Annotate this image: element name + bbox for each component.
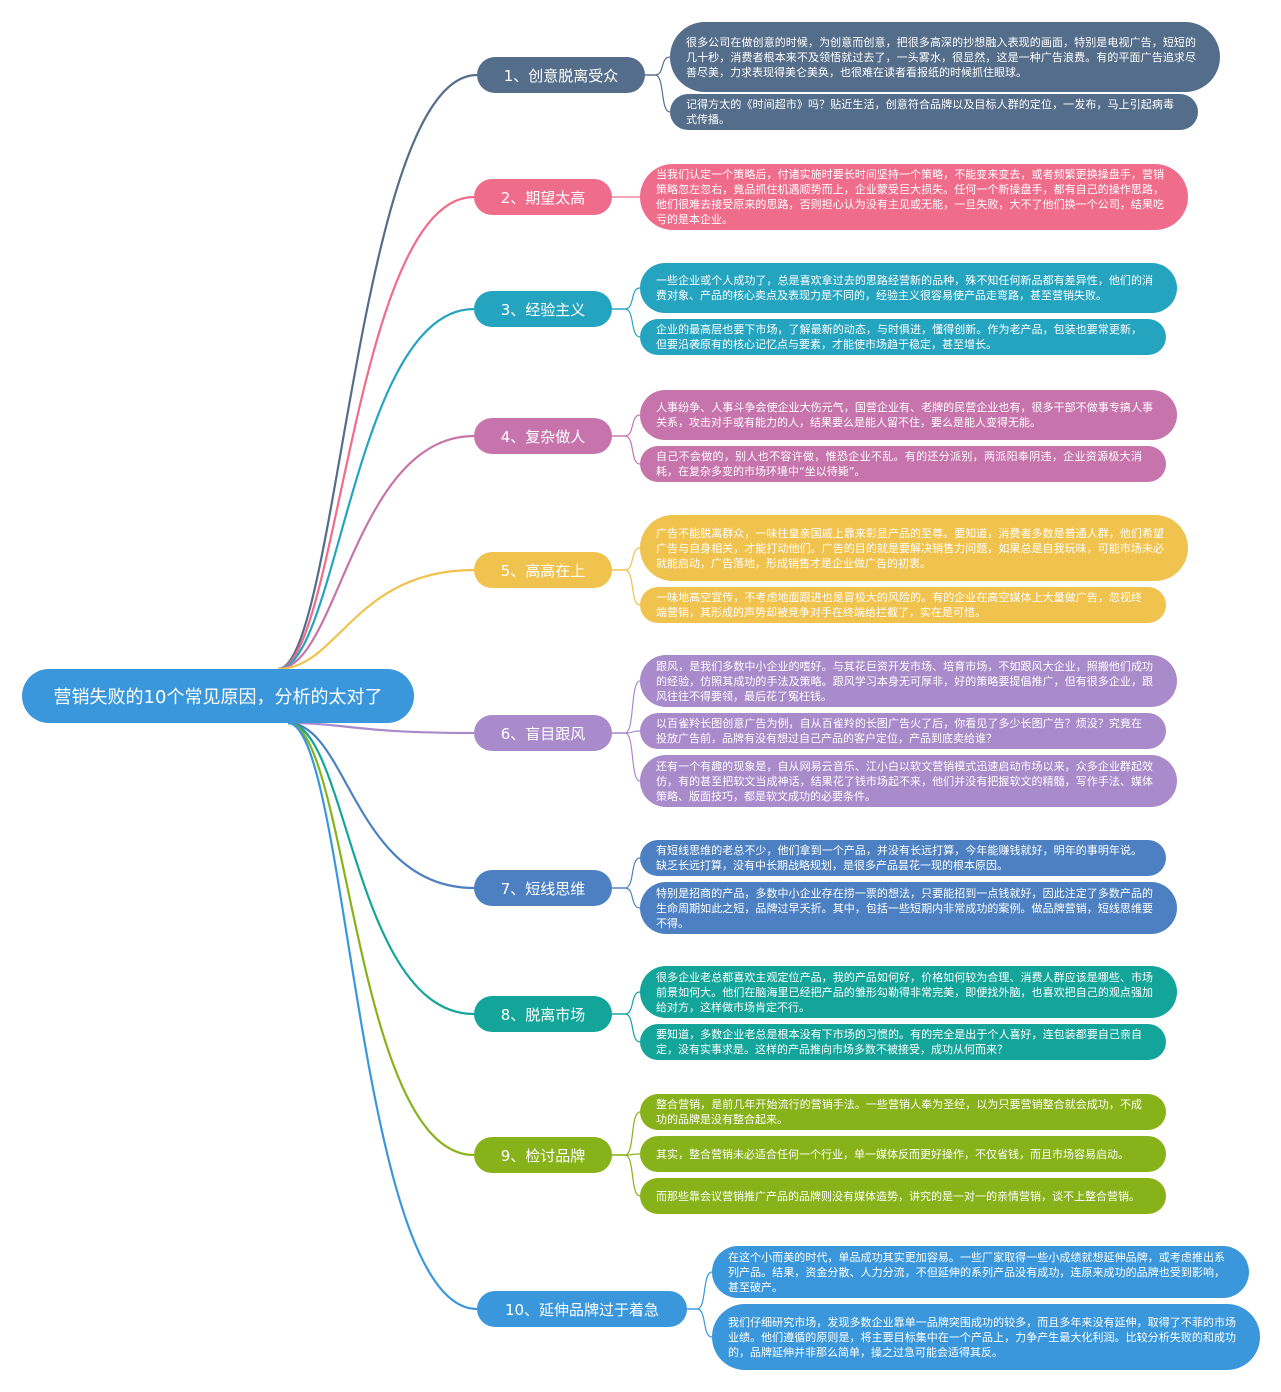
branch-connector xyxy=(287,721,478,1311)
note-text: 我们仔细研究市场，发现多数企业靠单一品牌突围成功的较多，而且多年来没有延伸，取得… xyxy=(728,1315,1236,1359)
note-connector xyxy=(612,1111,641,1156)
note-bubble[interactable]: 当我们认定一个策略后，付诸实施时要长时间坚持一个策略，不能变来变去，或者频繁更换… xyxy=(640,164,1188,230)
note-connector xyxy=(645,74,671,113)
note-bubble[interactable]: 记得方太的《时间超市》吗？贴近生活，创意符合品牌以及目标人群的定位，一发布，马上… xyxy=(670,94,1198,130)
note-bubble[interactable]: 很多公司在做创意的时候，为创意而创意，把很多高深的抄想融入表现的画面，特别是电视… xyxy=(670,22,1220,92)
note-text: 还有一个有趣的现象是，自从网易云音乐、江小白以软文营销模式迅速启动市场以来，众多… xyxy=(656,759,1153,803)
root-topic[interactable]: 营销失败的10个常见原因，分析的太对了 xyxy=(22,669,414,723)
note-bubble[interactable]: 还有一个有趣的现象是，自从网易云音乐、江小白以软文营销模式迅速启动市场以来，众多… xyxy=(640,755,1177,807)
branch-topic[interactable]: 4、复杂做人 xyxy=(474,418,612,454)
note-connector xyxy=(612,435,641,465)
note-bubble[interactable]: 一味地高空宣传，不考虑地面跟进也是冒极大的风险的。有的企业在高空媒体上大量做广告… xyxy=(640,587,1166,623)
note-text: 一味地高空宣传，不考虑地面跟进也是冒极大的风险的。有的企业在高空媒体上大量做广告… xyxy=(656,591,1142,619)
note-text: 当我们认定一个策略后，付诸实施时要长时间坚持一个策略，不能变来变去，或者频繁更换… xyxy=(656,168,1164,226)
note-connector xyxy=(612,569,641,606)
branch-connector xyxy=(277,195,475,671)
note-connector xyxy=(645,56,671,76)
branch-connector xyxy=(287,721,475,1016)
note-text: 跟风，是我们多数中小企业的嗜好。与其花巨资开发市场、培育市场，不如跟风大企业，照… xyxy=(656,659,1153,703)
note-text: 很多企业老总都喜欢主观定位产品，我的产品如何好，价格如何较为合理、消费人群应该是… xyxy=(656,970,1153,1014)
note-text: 整合营销，是前几年开始流行的营销手法。一些营销人奉为圣经，以为只要营销整合就会成… xyxy=(656,1098,1142,1126)
note-connector xyxy=(612,887,641,909)
note-connector xyxy=(612,1013,641,1043)
note-connector xyxy=(612,547,641,571)
note-bubble[interactable]: 要知道，多数企业老总是根本没有下市场的习惯的。有的完全是出于个人喜好，连包装都要… xyxy=(640,1024,1166,1060)
branch-topic[interactable]: 7、短线思维 xyxy=(474,870,612,906)
branch-topic[interactable]: 2、期望太高 xyxy=(474,179,612,215)
note-connector xyxy=(612,857,641,889)
note-text: 以百雀羚长图创意广告为例，自从百雀羚的长图广告火了后，你看见了多少长图广告？烦没… xyxy=(656,717,1142,745)
note-text: 自己不会做的，别人也不容许做，惟恐企业不乱。有的还分派别，两派阳奉阴违，企业资源… xyxy=(656,450,1142,478)
note-text: 其实，整合营销未必适合任何一个行业，单一媒体反而更好操作，不仅省钱，而且市场容易… xyxy=(656,1147,1129,1161)
branch-connector xyxy=(287,721,475,890)
note-text: 有短线思维的老总不少，他们拿到一个产品，并没有长远打算，今年能赚钱就好，明年的事… xyxy=(656,844,1142,872)
note-bubble[interactable]: 人事纷争、人事斗争会使企业大伤元气，国营企业有、老牌的民营企业也有，很多干部不做… xyxy=(640,390,1177,440)
note-text: 而那些靠会议营销推广产品的品牌则没有媒体造势，讲究的是一对一的亲情营销，谈不上整… xyxy=(656,1189,1140,1203)
note-connector xyxy=(687,1271,713,1310)
note-bubble[interactable]: 整合营销，是前几年开始流行的营销手法。一些营销人奉为圣经，以为只要营销整合就会成… xyxy=(640,1094,1166,1130)
note-bubble[interactable]: 而那些靠会议营销推广产品的品牌则没有媒体造势，讲究的是一对一的亲情营销，谈不上整… xyxy=(640,1178,1166,1214)
note-bubble[interactable]: 我们仔细研究市场，发现多数企业靠单一品牌突围成功的较多，而且多年来没有延伸，取得… xyxy=(712,1304,1260,1370)
note-bubble[interactable]: 在这个小而美的时代，单品成功其实更加容易。一些厂家取得一些小成绩就想延伸品牌，或… xyxy=(712,1246,1249,1298)
note-connector xyxy=(612,287,641,310)
note-bubble[interactable]: 广告不能脱离群众，一味往皇亲国戚上靠来彰显产品的至尊。要知道，消费者多数是普通人… xyxy=(640,515,1188,581)
branch-topic[interactable]: 9、检讨品牌 xyxy=(474,1137,612,1173)
branch-topic[interactable]: 8、脱离市场 xyxy=(474,996,612,1032)
note-text: 企业的最高层也要下市场，了解最新的动态，与时俱进，懂得创新。作为老产品，包装也要… xyxy=(656,323,1142,351)
branch-topic[interactable]: 5、高高在上 xyxy=(474,552,612,588)
note-bubble[interactable]: 特别是招商的产品，多数中小企业存在捞一票的想法，只要能招到一点钱就好，因此注定了… xyxy=(640,882,1177,934)
note-text: 要知道，多数企业老总是根本没有下市场的习惯的。有的完全是出于个人喜好，连包装都要… xyxy=(656,1028,1142,1056)
branch-connector xyxy=(287,721,475,735)
note-bubble[interactable]: 一些企业或个人成功了，总是喜欢拿过去的思路经营新的品种，殊不知任何新品都有差异性… xyxy=(640,263,1177,313)
note-connector xyxy=(612,414,641,437)
note-text: 人事纷争、人事斗争会使企业大伤元气，国营企业有、老牌的民营企业也有，很多干部不做… xyxy=(656,401,1153,429)
branch-connector xyxy=(277,434,475,671)
note-bubble[interactable]: 自己不会做的，别人也不容许做，惟恐企业不乱。有的还分派别，两派阳奉阴违，企业资源… xyxy=(640,446,1166,482)
note-text: 很多公司在做创意的时候，为创意而创意，把很多高深的抄想融入表现的画面，特别是电视… xyxy=(686,35,1196,79)
note-connector xyxy=(687,1308,713,1338)
note-bubble[interactable]: 有短线思维的老总不少，他们拿到一个产品，并没有长远打算，今年能赚钱就好，明年的事… xyxy=(640,840,1166,876)
branch-connector xyxy=(277,568,475,671)
note-text: 特别是招商的产品，多数中小企业存在捞一票的想法，只要能招到一点钱就好，因此注定了… xyxy=(656,886,1153,930)
note-connector xyxy=(612,1154,641,1197)
note-text: 一些企业或个人成功了，总是喜欢拿过去的思路经营新的品种，殊不知任何新品都有差异性… xyxy=(656,274,1153,302)
note-bubble[interactable]: 跟风，是我们多数中小企业的嗜好。与其花巨资开发市场、培育市场，不如跟风大企业，照… xyxy=(640,655,1177,707)
note-connector xyxy=(612,991,641,1015)
note-connector xyxy=(612,680,641,734)
branch-topic[interactable]: 1、创意脱离受众 xyxy=(477,57,645,93)
note-connector xyxy=(612,308,641,338)
branch-topic[interactable]: 3、经验主义 xyxy=(474,291,612,327)
note-bubble[interactable]: 其实，整合营销未必适合任何一个行业，单一媒体反而更好操作，不仅省钱，而且市场容易… xyxy=(640,1136,1166,1172)
branch-connector xyxy=(277,307,475,671)
note-text: 在这个小而美的时代，单品成功其实更加容易。一些厂家取得一些小成绩就想延伸品牌，或… xyxy=(728,1250,1225,1294)
note-bubble[interactable]: 以百雀羚长图创意广告为例，自从百雀羚的长图广告火了后，你看见了多少长图广告？烦没… xyxy=(640,713,1166,749)
note-bubble[interactable]: 企业的最高层也要下市场，了解最新的动态，与时俱进，懂得创新。作为老产品，包装也要… xyxy=(640,319,1166,355)
branch-topic[interactable]: 10、延伸品牌过于着急 xyxy=(477,1291,687,1327)
note-text: 记得方太的《时间超市》吗？贴近生活，创意符合品牌以及目标人群的定位，一发布，马上… xyxy=(686,98,1174,126)
note-text: 广告不能脱离群众，一味往皇亲国戚上靠来彰显产品的至尊。要知道，消费者多数是普通人… xyxy=(656,526,1164,570)
branch-connector xyxy=(277,73,478,671)
branch-connector xyxy=(287,721,475,1157)
branch-topic[interactable]: 6、盲目跟风 xyxy=(474,715,612,751)
note-connector xyxy=(612,732,641,782)
note-bubble[interactable]: 很多企业老总都喜欢主观定位产品，我的产品如何好，价格如何较为合理、消费人群应该是… xyxy=(640,966,1177,1018)
